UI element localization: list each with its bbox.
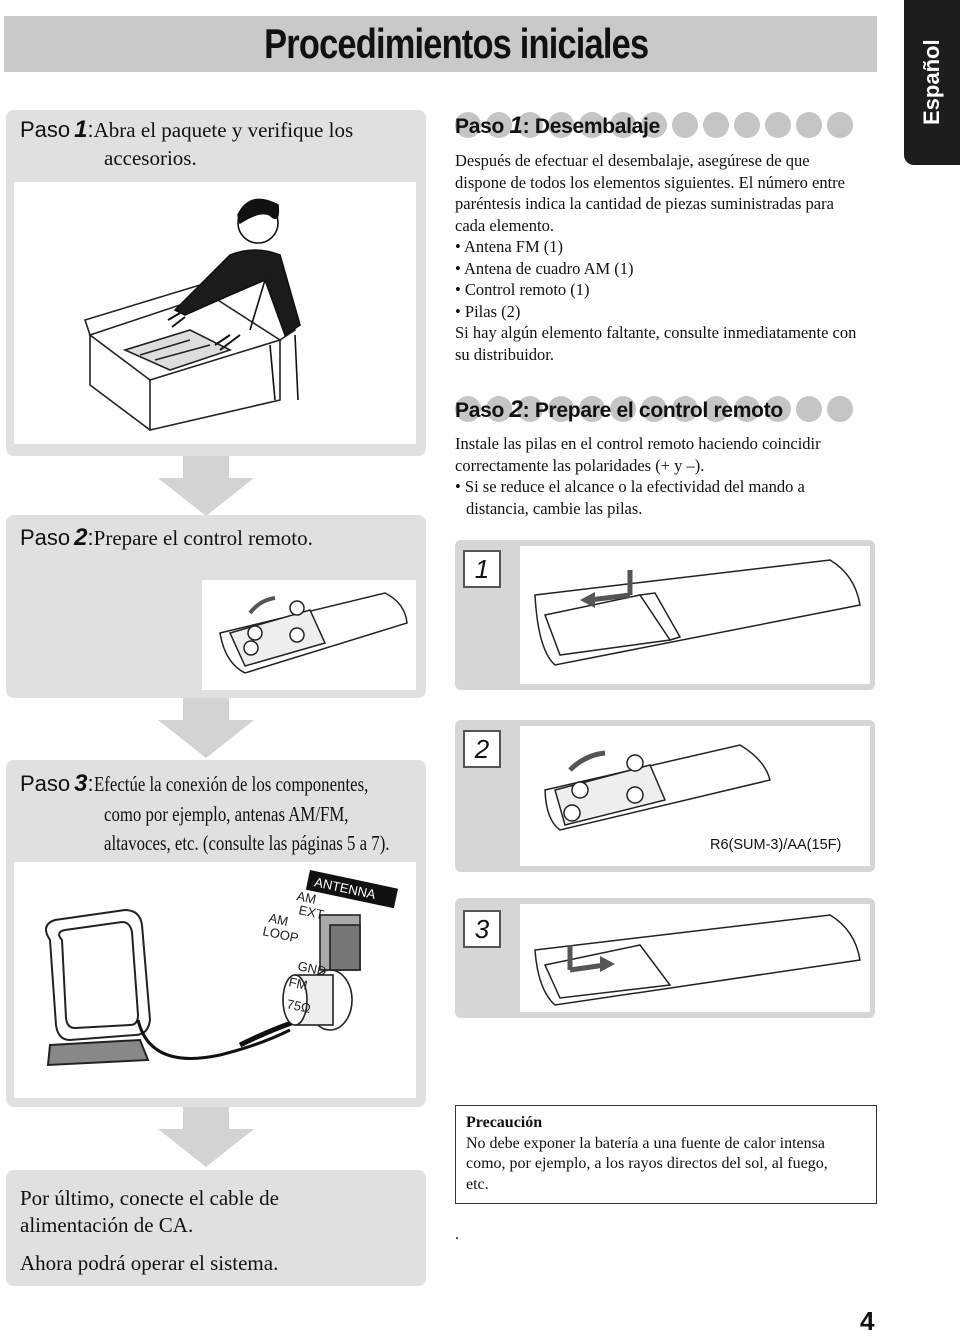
language-tab: Español <box>904 0 960 165</box>
flow-arrow-1 <box>158 478 254 516</box>
remote-close-cover-illustration <box>534 914 861 1006</box>
step3-label: Paso <box>20 771 71 796</box>
sec1-item: • Pilas (2) <box>455 301 521 321</box>
step1-text-line1: Abra el paquete y verifique los <box>93 118 354 142</box>
sec2-label: Paso <box>455 399 504 422</box>
stray-dot: . <box>455 1226 459 1243</box>
sec2-heading: Paso 2: Prepare el control remoto <box>455 396 783 424</box>
sec1-item: • Antena FM (1) <box>455 237 563 256</box>
step2-sep: : <box>87 525 94 550</box>
battery-type-label: R6(SUM-3)/AA(15F) <box>710 837 842 853</box>
am-ext-label-1: AM <box>295 888 317 907</box>
sec1-p1-line: paréntesis indica la cantidad de piezas … <box>455 194 834 213</box>
sec2-p1-line: Instale las pilas en el control remoto h… <box>455 434 821 453</box>
title-bar <box>4 16 877 72</box>
remote-back-cover-illustration <box>534 559 861 666</box>
step1-sep: : <box>87 117 94 142</box>
language-tab-label: Español <box>919 39 944 126</box>
fm-label: FM <box>287 974 308 993</box>
step3-heading: Paso 3:Efectúe la conexión de los compon… <box>20 770 437 799</box>
sec1-item: • Control remoto (1) <box>455 280 590 299</box>
step1-heading: Paso 1:Abra el paquete y verifique los <box>20 116 353 145</box>
sec2-num: 2 <box>509 396 523 423</box>
sec1-body: Después de efectuar el desembalaje, aseg… <box>455 150 880 365</box>
flow-arrow-2 <box>158 720 254 758</box>
step2-label: Paso <box>20 525 71 550</box>
caution-line: como, por ejemplo, a los rayos directos … <box>466 1155 828 1172</box>
remote-battery-illustration <box>544 744 771 831</box>
sec1-p2-line: Si hay algún elemento faltante, consulte… <box>455 323 857 342</box>
step3-sep: : <box>87 771 94 796</box>
step1-text-line2: accesorios. <box>104 146 197 170</box>
sec1-p1-line: Después de efectuar el desembalaje, aseg… <box>455 151 810 170</box>
sec2-bullet-line: distancia, cambie las pilas. <box>466 498 643 518</box>
step3-num: 3 <box>74 770 88 797</box>
sec2-title: : Prepare el control remoto <box>522 399 784 422</box>
flow-arrow-3 <box>158 1129 254 1167</box>
final-step-box <box>6 1170 426 1286</box>
sec1-title: : Desembalaje <box>522 115 661 138</box>
sec2-p1-line: correctamente las polaridades (+ y –). <box>455 455 705 475</box>
remote-battery-illustration-small <box>219 592 408 674</box>
step1-label: Paso <box>20 117 71 142</box>
sec1-p1-line: cada elemento. <box>455 215 554 235</box>
sec2-bullet-line: • Si se reduce el alcance o la efectivid… <box>455 477 805 496</box>
sec1-num: 1 <box>509 112 523 139</box>
sec1-label: Paso <box>455 115 504 138</box>
am-loop-label-2: LOOP <box>261 923 299 945</box>
ohm-label: 75Ω <box>285 996 312 1016</box>
unpacking-illustration <box>83 198 301 432</box>
sec2-body: Instale las pilas en el control remoto h… <box>455 433 880 519</box>
caution-line: etc. <box>466 1175 489 1193</box>
caution-box <box>455 1105 877 1204</box>
sec1-p2-line: su distribuidor. <box>455 344 555 364</box>
flow-arrow-3-stem <box>183 1107 229 1129</box>
caution-title: Precaución <box>466 1114 543 1131</box>
sec1-item: • Antena de cuadro AM (1) <box>455 258 634 278</box>
sec2-dots <box>455 396 858 427</box>
step3-line3: altavoces, etc. (consulte las páginas 5 … <box>104 831 390 855</box>
sec1-p1-line: dispone de todos los elementos siguiente… <box>455 172 845 192</box>
am-ext-label-2: EXT <box>297 902 325 922</box>
am-loop-label-1: AM <box>267 910 289 929</box>
step2-text: Prepare el control remoto. <box>93 526 313 550</box>
gnd-label: GND <box>296 958 327 979</box>
page-title: Procedimientos iniciales <box>264 20 649 67</box>
final-line2: alimentación de CA. <box>20 1213 194 1237</box>
sec1-dots <box>455 112 858 143</box>
panel-1-number: 1 <box>463 550 501 588</box>
step1-num: 1 <box>74 116 88 143</box>
flow-arrow-2-stem <box>183 698 229 720</box>
caution-line: No debe exponer la batería a una fuente … <box>466 1134 825 1152</box>
sec1-heading: Paso 1: Desembalaje <box>455 112 660 140</box>
final-line1: Por último, conecte el cable de <box>20 1186 279 1210</box>
step3-line2: como por ejemplo, antenas AM/FM, <box>104 802 349 826</box>
panel-2-number: 2 <box>463 730 501 768</box>
panel-3-number: 3 <box>463 910 501 948</box>
step3-line1: Efectúe la conexión de los componentes, <box>93 772 368 796</box>
flow-arrow-1-stem <box>183 456 229 478</box>
step2-num: 2 <box>74 524 88 551</box>
step2-heading: Paso 2:Prepare el control remoto. <box>20 524 313 553</box>
page-number: 4 <box>860 1306 875 1336</box>
caution-content: Precaución No debe exponer la batería a … <box>466 1113 871 1195</box>
final-line3: Ahora podrá operar el sistema. <box>20 1251 279 1275</box>
antenna-connection-illustration: ANTENNA AM EXT AM LOOP GND FM 75Ω <box>45 870 399 1067</box>
